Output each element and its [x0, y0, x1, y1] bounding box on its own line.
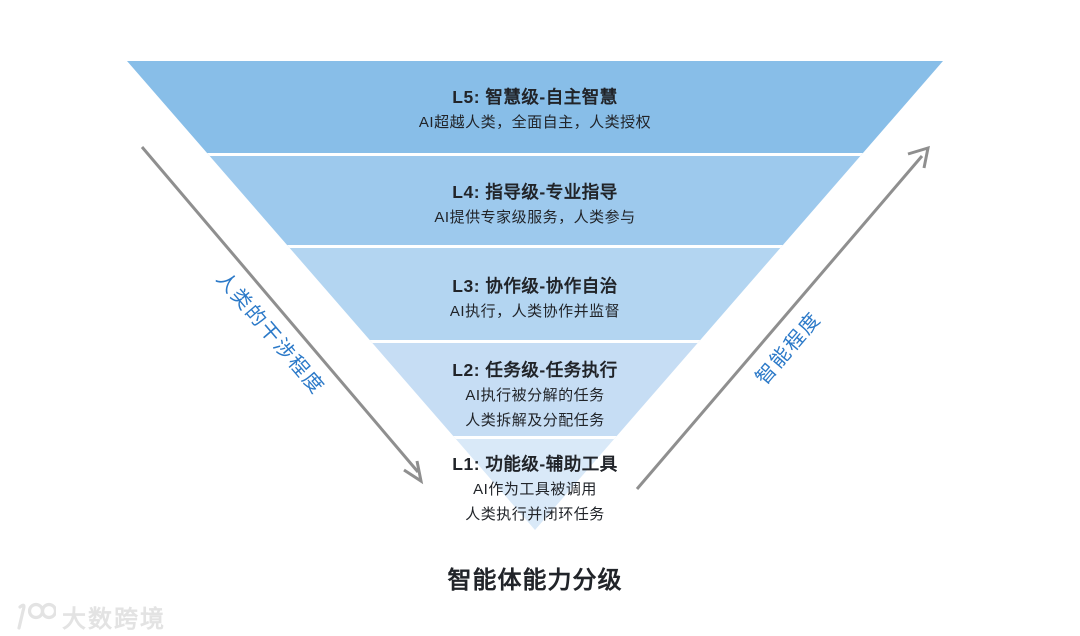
level-l3-text: L3: 协作级-协作自治 AI执行，人类协作并监督	[335, 273, 735, 324]
level-desc-line: AI超越人类，全面自主，人类授权	[418, 114, 652, 131]
level-title: L5: 智慧级-自主智慧	[452, 87, 618, 107]
watermark-text: 大数跨境	[62, 605, 166, 633]
level-desc-line: AI提供专家级服务，人类参与	[434, 209, 636, 226]
dashu-100-logo-icon	[10, 598, 56, 634]
right-axis-label: 智能程度	[751, 308, 826, 390]
left-axis-label: 人类的干涉程度	[211, 267, 329, 400]
level-desc-line: AI作为工具被调用	[473, 481, 597, 498]
level-l5-text: L5: 智慧级-自主智慧 AI超越人类，全面自主，人类授权	[335, 84, 735, 135]
pyramid-band-l5	[127, 61, 943, 156]
level-desc-line: 人类拆解及分配任务	[465, 412, 605, 429]
level-desc-line: AI执行被分解的任务	[465, 387, 605, 404]
level-title: L3: 协作级-协作自治	[452, 276, 618, 296]
level-title: L1: 功能级-辅助工具	[452, 454, 618, 474]
diagram-title: 智能体能力分级	[447, 567, 623, 594]
level-l2-text: L2: 任务级-任务执行 AI执行被分解的任务 人类拆解及分配任务	[335, 357, 735, 433]
watermark: 大数跨境	[10, 598, 166, 634]
level-l4-text: L4: 指导级-专业指导 AI提供专家级服务，人类参与	[335, 179, 735, 230]
level-title: L2: 任务级-任务执行	[452, 360, 618, 380]
level-l1-text: L1: 功能级-辅助工具 AI作为工具被调用 人类执行并闭环任务	[335, 451, 735, 527]
level-title: L4: 指导级-专业指导	[452, 182, 618, 202]
level-desc-line: 人类执行并闭环任务	[465, 506, 605, 523]
level-desc-line: AI执行，人类协作并监督	[449, 303, 621, 320]
